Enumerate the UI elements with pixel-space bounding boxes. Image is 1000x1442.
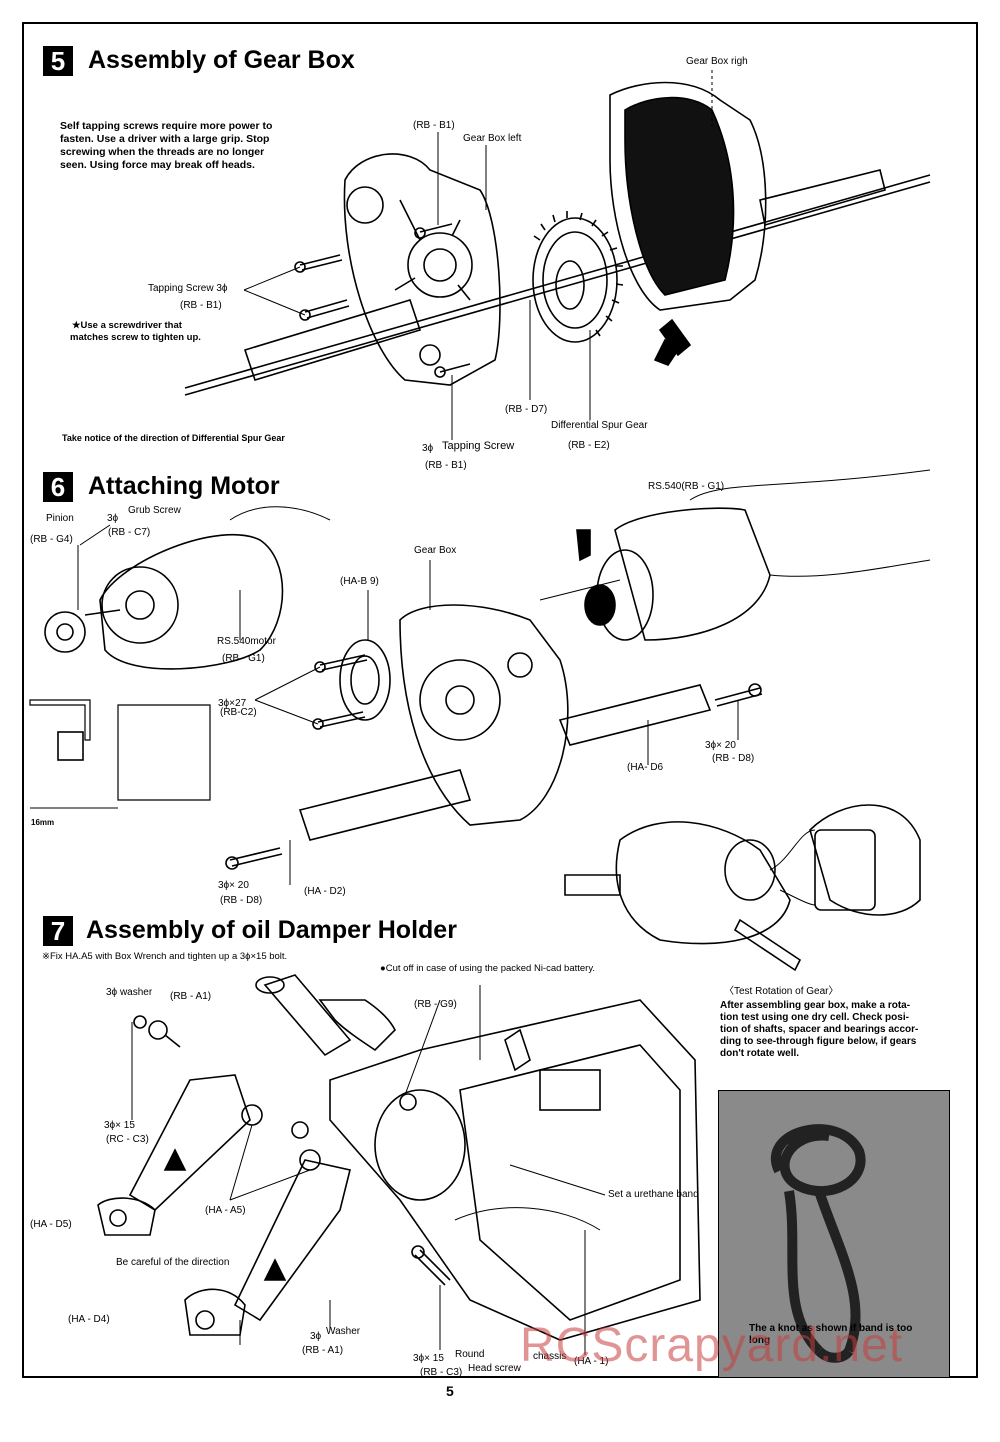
- label-ha-d6: (HA- D6: [627, 762, 664, 773]
- label-screw-3x27: 3ϕ×27: [218, 698, 247, 709]
- label-rb-c2: (RB-C2): [220, 707, 257, 718]
- label-rb-d7: (RB - D7): [505, 404, 548, 415]
- label-ha-d2: (HA - D2): [304, 886, 346, 897]
- motor-illustration: [29, 469, 931, 972]
- label-gear-box-right: Gear Box righ: [686, 56, 748, 67]
- label-rs540-motor: RS.540motor: [217, 636, 276, 647]
- test-line: tion test using one dry cell. Check posi…: [720, 1012, 909, 1023]
- label-washer-3: 3ϕ washer: [106, 987, 153, 998]
- damper-holder-illustration: [97, 974, 701, 1355]
- label-be-careful: Be careful of the direction: [116, 1257, 230, 1268]
- label-tapping-screw-3: Tapping Screw 3ϕ: [148, 283, 228, 294]
- label-gear-box: Gear Box: [414, 545, 457, 556]
- label-rs540-top: RS.540(RB - G1): [648, 481, 725, 492]
- watermark: RCScrapyard.net: [520, 1319, 904, 1372]
- label-rb-c7: (RB - C7): [108, 527, 151, 538]
- label-head-screw: Head screw: [468, 1363, 521, 1374]
- label-rb-b1-left: (RB - B1): [180, 300, 222, 311]
- label-rb-b1-top: (RB - B1): [413, 120, 455, 131]
- note-line: screwing when the threads are no longer: [60, 146, 265, 158]
- section-7-fix-note: ※Fix HA.A5 with Box Wrench and tighten u…: [42, 951, 288, 962]
- label-diff-spur-gear: Differential Spur Gear: [551, 420, 648, 431]
- section-7-number: 7: [43, 916, 73, 946]
- label-screw-3x15-bottom: 3ϕ× 15: [413, 1353, 444, 1364]
- test-rotation-heading: 〈Test Rotation of Gear〉: [724, 986, 839, 997]
- label-screwdriver-note-2: matches screw to tighten up.: [70, 332, 201, 343]
- section-7-cut-note: ●Cut off in case of using the packed Ni-…: [380, 963, 596, 974]
- note-line: Self tapping screws require more power t…: [60, 120, 273, 132]
- label-rb-g1-left: (RB - G1): [222, 653, 265, 664]
- label-rb-g9: (RB - G9): [414, 999, 457, 1010]
- label-rb-d8-left: (RB - D8): [220, 895, 263, 906]
- label-screw-3x15: 3ϕ× 15: [104, 1120, 135, 1131]
- label-round: Round: [455, 1349, 485, 1360]
- label-tapping-screw: Tapping Screw: [442, 440, 515, 452]
- label-rb-b1-bottom: (RB - B1): [425, 460, 467, 471]
- label-rb-a1-top: (RB - A1): [170, 991, 212, 1002]
- label-ha-a5: (HA - A5): [205, 1205, 246, 1216]
- test-line: After assembling gear box, make a rota-: [720, 1000, 911, 1011]
- label-pinion: Pinion: [46, 513, 74, 524]
- label-grub-screw: Grub Screw: [128, 505, 181, 516]
- note-line: fasten. Use a driver with a large grip. …: [60, 133, 270, 145]
- label-screw-3x20-right: 3ϕ× 20: [705, 740, 736, 751]
- gearbox-illustration: [184, 70, 931, 440]
- section-6-title: Attaching Motor: [88, 472, 280, 500]
- note-line: seen. Using force may break off heads.: [60, 159, 255, 171]
- label-screw-3x20-left: 3ϕ× 20: [218, 880, 249, 891]
- label-ha-1: (HA - 1): [574, 1356, 609, 1367]
- label-rb-d8-right: (RB - D8): [712, 753, 755, 764]
- test-line: don't rotate well.: [720, 1048, 800, 1059]
- label-chassis: chassis: [533, 1351, 567, 1362]
- label-screwdriver-note-1: ★Use a screwdriver that: [72, 320, 182, 331]
- label-urethane-band: Set a urethane band: [608, 1189, 699, 1200]
- photo-caption: The a knot as shown if band is too long: [749, 1323, 913, 1346]
- label-ha-d4: (HA - D4): [68, 1314, 110, 1325]
- label-washer-bottom: Washer: [326, 1326, 361, 1337]
- label-three-phi: 3ϕ: [422, 443, 434, 454]
- section-6-number: 6: [43, 472, 73, 502]
- section-5-title: Assembly of Gear Box: [88, 46, 355, 74]
- label-rb-a1-bottom: (RB - A1): [302, 1345, 344, 1356]
- test-line: ding to see-through figure below, if gea…: [720, 1036, 917, 1047]
- label-rb-c3: (RB - C3): [420, 1367, 463, 1378]
- section-7-title: Assembly of oil Damper Holder: [86, 916, 457, 944]
- knot-drawing: [771, 1124, 866, 1363]
- label-washer-bottom-3: 3ϕ: [310, 1331, 322, 1342]
- section-5-number: 5: [43, 46, 73, 76]
- knot-photo: The a knot as shown if band is too long: [718, 1090, 950, 1378]
- label-ha-d5: (HA - D5): [30, 1219, 72, 1230]
- label-take-notice: Take notice of the direction of Differen…: [62, 433, 285, 443]
- label-three-phi: 3ϕ: [107, 513, 119, 524]
- section-5-note: Self tapping screws require more power t…: [60, 120, 272, 172]
- label-16mm: 16mm: [31, 818, 55, 827]
- label-gear-box-left: Gear Box left: [463, 133, 522, 144]
- label-rb-g4: (RB - G4): [30, 534, 73, 545]
- label-rb-e2: (RB - E2): [568, 440, 610, 451]
- test-rotation-text: After assembling gear box, make a rota- …: [720, 1000, 918, 1060]
- label-rc-c3: (RC - C3): [106, 1134, 149, 1145]
- label-ha-b9: (HA-B 9): [340, 576, 379, 587]
- page-number: 5: [446, 1383, 454, 1399]
- page-frame: [22, 22, 978, 1378]
- test-line: tion of shafts, spacer and bearings acco…: [720, 1024, 919, 1035]
